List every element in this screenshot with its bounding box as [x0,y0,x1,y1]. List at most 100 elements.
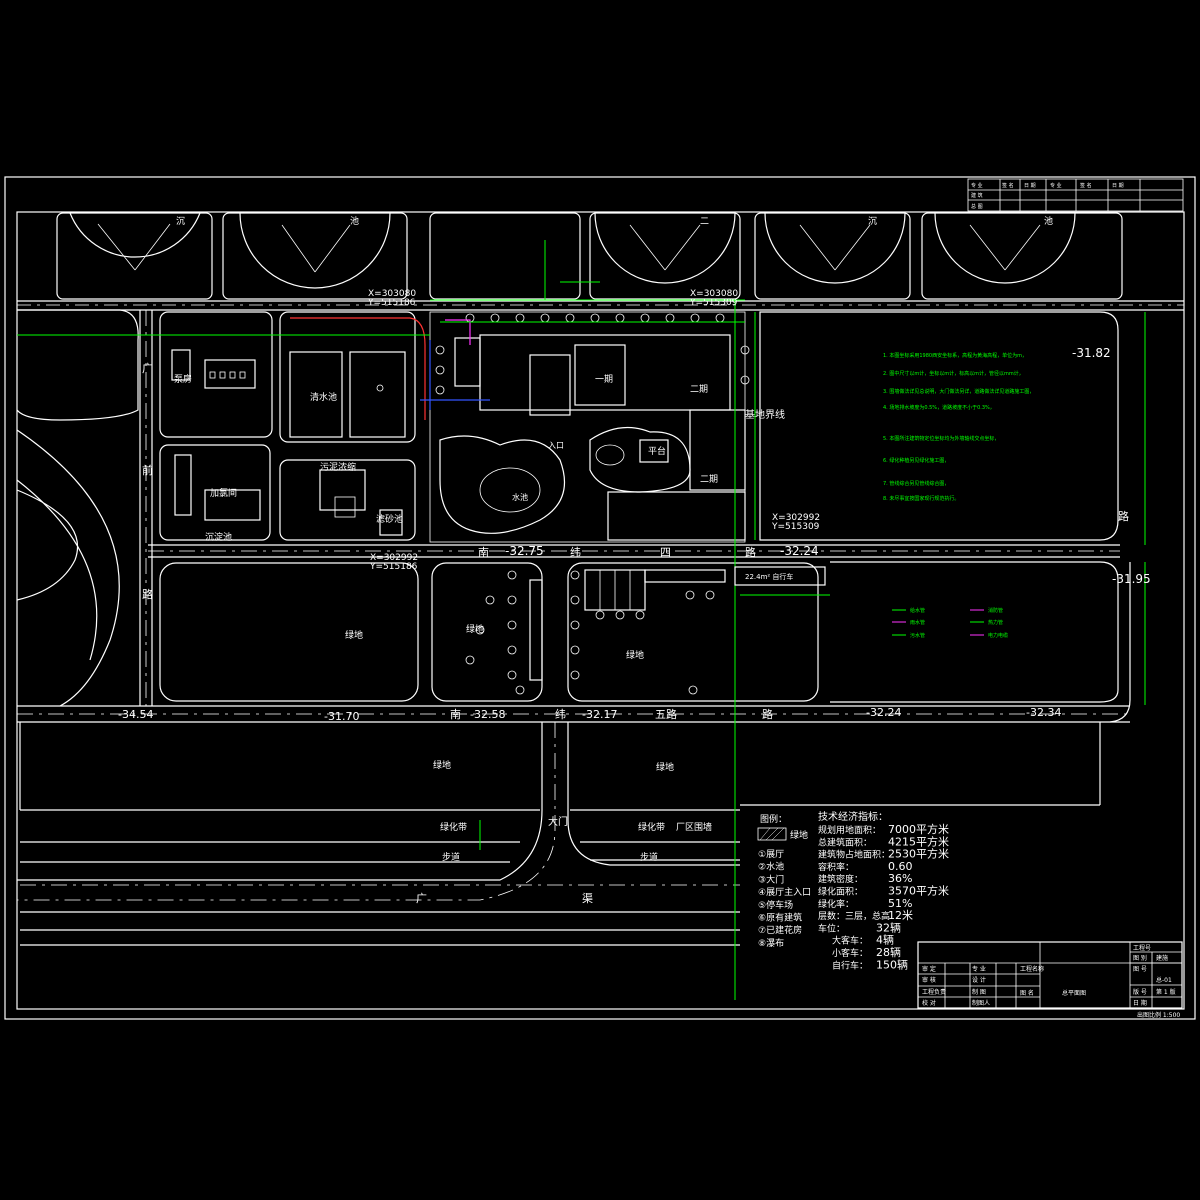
legend-item: ⑤停车场 [758,899,793,911]
tb-mid-2: 设 计 [972,976,986,984]
tb-mid-3: 制 图 [972,988,986,996]
tree-symbol [465,655,475,665]
tree-symbol [435,365,445,375]
pipe-red [290,317,426,420]
elev-bottom-6: -32.34 [1026,706,1061,719]
tb-right-2b: 总-01 [1156,976,1172,984]
road-guang: 广 [416,892,427,905]
label-platform: 平台 [648,445,666,457]
road-mid-char-2: 纬 [570,546,581,559]
label-greenland-1: 绿地 [345,629,363,641]
label-greenland-2: 绿地 [466,623,484,635]
elev-bottom-5: -32.24 [866,706,901,719]
design-note: 1. 本图坐标采用1980西安坐标系，高程为黄海高程，单位为m， [883,352,1027,359]
label-big-gate: 大门 [548,815,568,828]
coord-nw-y: Y=515186 [367,298,416,308]
tree-symbol [475,625,485,635]
tree-symbol [507,670,517,680]
right-block-upper [759,311,1119,541]
tree-symbol [740,345,750,355]
road-bot-char-3: 五路 [655,708,677,721]
indicator-label: 容积率： [818,861,854,873]
legend-hatch-label: 绿地 [790,829,808,841]
tb-scale-note: 出图比例 1:500 [1137,1011,1180,1019]
label-factory-wall: 厂区围墙 [676,821,712,833]
coord-ne-x: X=303080 [690,289,738,299]
tb-right-4: 日 期 [1133,999,1147,1007]
elev-right-mid: -31.95 [1112,572,1151,586]
indicator-value: 36% [888,872,912,885]
greenland-block-left [159,562,419,702]
indicator-label: 层数：三层，总高 [818,910,890,922]
legend-item: ⑧瀑布 [758,937,784,949]
tb-right-2: 图 号 [1133,966,1147,973]
design-notes: 1. 本图坐标采用1980西安坐标系，高程为黄海高程，单位为m， 2. 图中尺寸以… [883,352,1034,502]
label-greenland-5: 绿地 [656,761,674,773]
stamp-r1c4: 专 业 [1050,182,1062,189]
tree-symbol [570,570,580,580]
stamp-r1c2: 签 名 [1002,182,1014,189]
label-bldg-2: 二期 [690,384,708,395]
label-pump-house: 加氯间 [210,487,237,499]
tree-symbol [485,595,495,605]
elev-bottom-1: -34.54 [118,708,153,721]
road-char-top-1: 沉 [176,216,185,227]
label-belt-2: 绿化带 [638,821,665,833]
tb-left-4: 校 对 [922,999,936,1007]
stamp-r1c5: 签 名 [1080,182,1092,189]
indicator-label: 绿化率： [818,898,854,910]
indicator-value: 4215平方米 [888,834,949,848]
tree-symbol [570,670,580,680]
tree-symbol [570,645,580,655]
middle-road [148,544,1120,558]
label-belt-1: 绿化带 [440,821,467,833]
sheet-inner-border [16,211,1185,1010]
road-char-top-2: 池 [350,215,359,227]
indicator-value: 150辆 [876,957,908,971]
tb-drawing-name: 总平面图 [1062,989,1086,997]
road-left-3: 路 [142,588,153,601]
coord-sw-y: Y=515186 [369,562,418,572]
design-note: 5. 本图所注建筑物定位坐标均为外墙轴线交点坐标， [883,435,999,442]
road-mid-char-1: 南 [478,546,489,559]
indicator-value: 51% [888,897,912,910]
elev-bottom-2: -31.70 [324,710,359,723]
design-note: 7. 管线综合另见管线综合图， [883,480,949,487]
tb-right-1: 图 别 [1133,954,1147,962]
design-note: 4. 场地排水坡度为0.5%，道路坡度不小于0.3%， [883,404,995,411]
indicator-value: 0.60 [888,860,913,873]
indicator-value: 7000平方米 [888,822,949,836]
indicator-value: 28辆 [876,945,901,959]
design-note: 8. 未尽事宜按国家现行规范执行。 [883,495,959,502]
indicator-label: 绿化面积： [818,886,863,898]
label-settling: 沉淀池 [205,531,232,543]
tb-left-2: 审 核 [922,976,936,984]
tree-symbol [740,375,750,385]
indicator-label: 规划用地面积： [818,824,881,836]
label-sand-filter: 滤砂池 [376,513,403,525]
coord-se-y: Y=515309 [771,522,820,532]
road-char-top-5: 池 [1044,215,1053,227]
tb-right-1b: 建施 [1156,954,1168,962]
tree-symbol [515,685,525,695]
design-note: 2. 图中尺寸以m计，坐标以m计，标高以m计，管径以mm计， [883,370,1024,377]
tree-symbol [705,590,715,600]
road-qu: 渠 [582,892,593,905]
indicators-title: 技术经济指标： [818,810,888,823]
indicator-value: 2530平方米 [888,847,949,861]
stamp-r3: 总 图 [971,203,983,210]
left-curved-road [16,429,120,707]
indicator-value: 3570平方米 [888,884,949,898]
tb-right-3: 版 号 [1133,988,1147,996]
top-settling-tanks [56,212,1123,300]
road-left-2: 前 [142,463,153,477]
tb-left-1: 审 定 [922,965,936,973]
indicator-label: 车位： [818,922,845,934]
stamp-r1c6: 日 期 [1112,183,1124,189]
tree-symbol [635,610,645,620]
legend-item: ①展厅 [758,849,784,860]
elev-bottom-3: -32.58 [470,708,505,721]
tree-symbol [435,385,445,395]
label-greenland-3: 绿地 [626,649,644,661]
label-boiler: 泵房 [174,373,192,385]
